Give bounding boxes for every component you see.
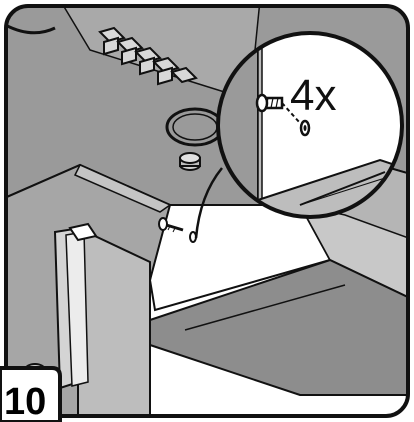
washer-icon (299, 119, 311, 137)
step-number-badge: 10 (0, 366, 62, 422)
screw-icon (158, 217, 184, 233)
step-number: 10 (4, 381, 46, 422)
quantity-label: 4x (290, 71, 336, 120)
magnifier-callout: 4x (216, 31, 404, 219)
screw-icon (255, 93, 301, 124)
front-panel (77, 226, 151, 416)
frame-border (4, 4, 410, 418)
cable-gland (179, 152, 201, 171)
callout-leader (194, 167, 223, 239)
connector-blocks (98, 26, 198, 86)
